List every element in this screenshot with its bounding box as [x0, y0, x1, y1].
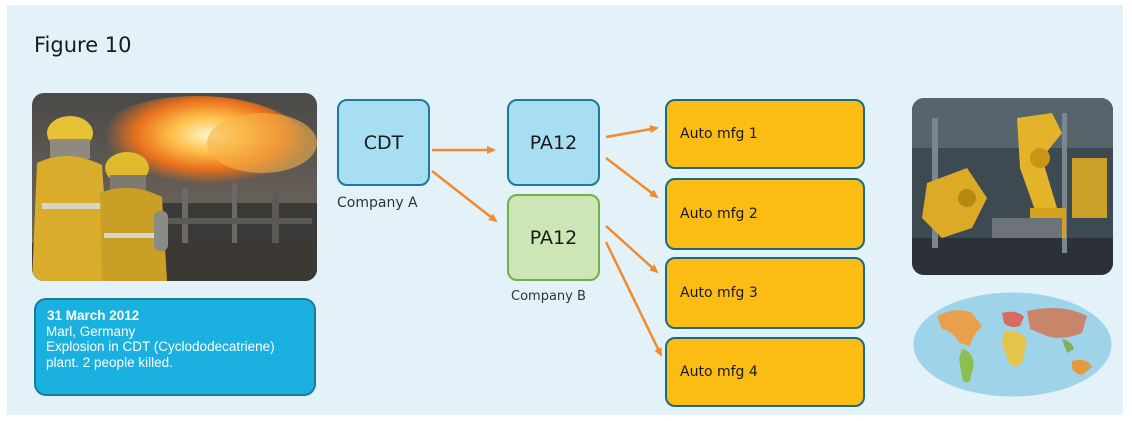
- robotic-auto-assembly-photo: [912, 98, 1113, 275]
- node-auto-mfg-2: Auto mfg 2: [665, 178, 865, 250]
- node-auto-mfg-1: Auto mfg 1: [665, 99, 865, 169]
- incident-date: 31 March 2012: [47, 308, 140, 323]
- node-auto-mfg-3-label: Auto mfg 3: [680, 285, 758, 301]
- arrow-pa12a-to-auto2: [605, 157, 659, 199]
- node-auto-mfg-2-label: Auto mfg 2: [680, 206, 758, 222]
- node-auto-mfg-1-label: Auto mfg 1: [680, 126, 758, 142]
- node-pa12-a-label: PA12: [529, 131, 578, 154]
- incident-description-line1: Explosion in CDT (Cyclododecatriene): [46, 339, 275, 354]
- incident-location: Marl, Germany: [46, 323, 136, 339]
- world-map-image: [912, 291, 1113, 398]
- node-cdt-label: CDT: [363, 131, 404, 154]
- node-cdt: CDT: [337, 99, 430, 186]
- node-auto-mfg-3: Auto mfg 3: [665, 257, 865, 329]
- node-auto-mfg-4: Auto mfg 4: [665, 337, 865, 407]
- arrow-cdt-to-pa12-b: [431, 170, 498, 223]
- node-pa12-b-label: PA12: [529, 226, 578, 249]
- node-auto-mfg-4-label: Auto mfg 4: [680, 364, 758, 380]
- company-b-label: Company B: [511, 289, 586, 304]
- node-pa12-b: PA12: [507, 194, 600, 281]
- company-a-label: Company A: [337, 195, 418, 211]
- incident-description-line2: plant. 2 people killed.: [46, 354, 173, 370]
- figure-title: Figure 10: [34, 33, 132, 57]
- arrow-pa12a-to-auto1: [605, 125, 659, 139]
- node-pa12-a: PA12: [507, 99, 600, 186]
- incident-caption: 31 March 2012 Marl, Germany Explosion in…: [34, 298, 316, 396]
- firefighters-explosion-photo: [32, 93, 317, 281]
- arrow-pa12b-to-auto3: [605, 225, 659, 274]
- arrow-pa12b-to-auto4: [604, 241, 663, 357]
